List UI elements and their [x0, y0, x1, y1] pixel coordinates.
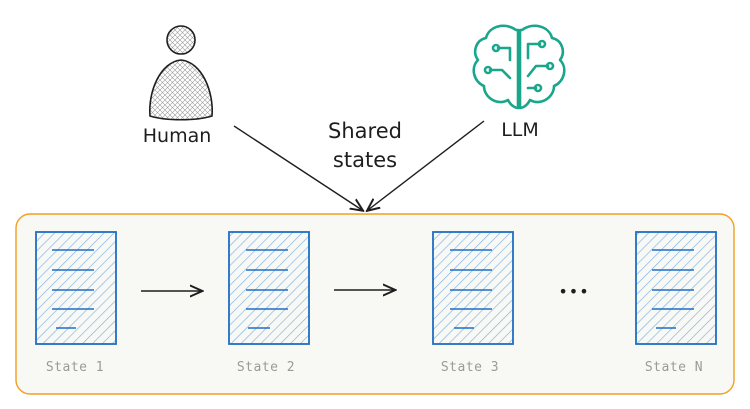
human-to-states-arrow: [233, 125, 362, 210]
ellipsis: •••: [558, 282, 589, 301]
llm-label: LLM: [501, 119, 539, 141]
human-label: Human: [143, 125, 212, 147]
shared-label-line2: states: [333, 148, 397, 172]
state-document-1: [35, 231, 117, 345]
state-label-1: State 1: [46, 360, 104, 375]
state-label-3: State 3: [441, 360, 499, 375]
llm-to-states-arrow: [368, 120, 485, 210]
state-label-n: State N: [645, 360, 703, 375]
human-icon: [149, 25, 213, 121]
state-document-n: [635, 231, 717, 345]
state-document-2: [228, 231, 310, 345]
shared-states-container: [15, 213, 735, 395]
state-document-3: [432, 231, 514, 345]
state-label-2: State 2: [237, 360, 295, 375]
brain-circuit-icon: [472, 24, 566, 110]
shared-label-line1: Shared: [328, 119, 402, 143]
